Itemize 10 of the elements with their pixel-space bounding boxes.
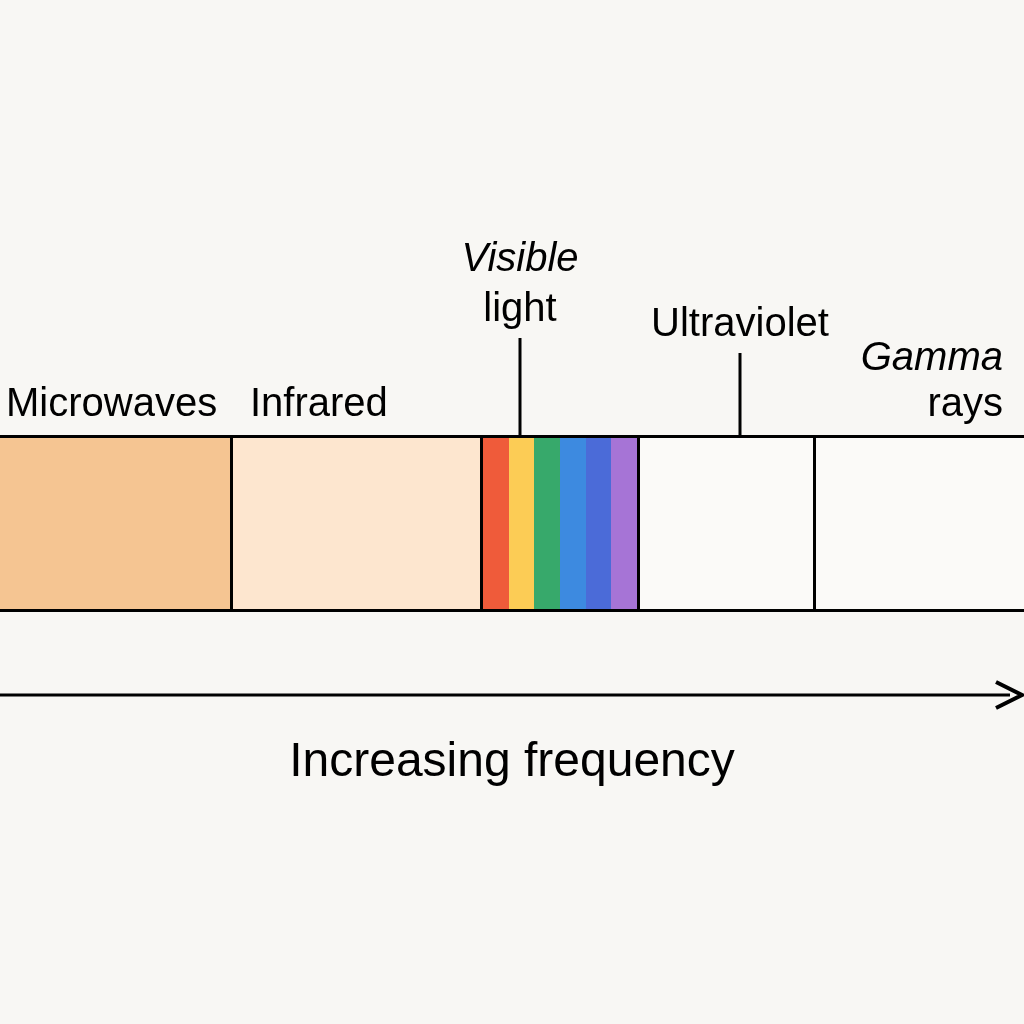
band-label: Ultraviolet — [651, 299, 829, 346]
band-label: Microwaves — [6, 379, 219, 425]
leader-line — [518, 338, 522, 435]
visible-spectrum-band — [480, 435, 640, 612]
band-label: Visible light — [460, 234, 580, 331]
axis-caption: Increasing frequency — [289, 732, 735, 788]
leader-line — [738, 353, 742, 435]
band-label: Infrared — [250, 379, 389, 425]
band-label: Gamma rays — [859, 333, 1003, 425]
spectrum-band — [637, 435, 816, 612]
